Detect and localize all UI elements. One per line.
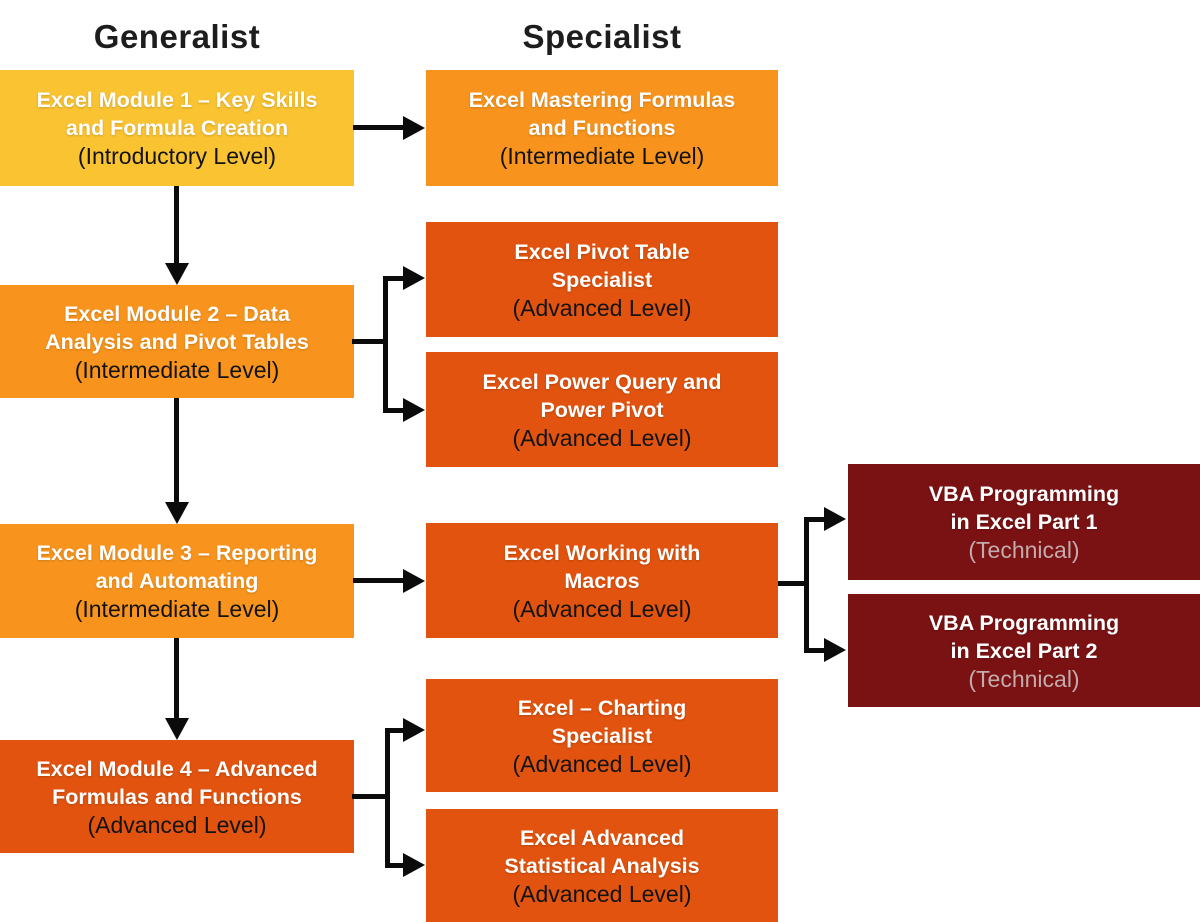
box-title: Excel Mastering Formulas and Functions xyxy=(468,88,736,140)
connector-macros-vba2-arm xyxy=(804,648,824,653)
arrowhead-down-icon xyxy=(165,718,189,740)
box-excel-module-2: Excel Module 2 – Data Analysis and Pivot… xyxy=(0,285,354,398)
arrowhead-down-icon xyxy=(165,502,189,524)
connector-module2-module3-line xyxy=(174,398,179,502)
arrowhead-right-icon xyxy=(403,853,425,877)
box-title: Excel Pivot Table Specialist xyxy=(514,239,690,292)
connector-module4-charting-arm xyxy=(385,728,403,733)
connector-macros-vba1-arm xyxy=(804,517,824,522)
connector-module2-powerquery-arm xyxy=(383,408,403,413)
box-title: Excel Module 4 – Advanced Formulas and F… xyxy=(36,756,318,809)
arrowhead-right-icon xyxy=(403,398,425,422)
box-excel-module-3: Excel Module 3 – Reporting and Automatin… xyxy=(0,524,354,638)
connector-macros-branch-stub xyxy=(778,581,809,586)
connector-module3-module4-line xyxy=(174,638,179,718)
connector-module2-branch-stub xyxy=(352,339,388,344)
box-mastering-formulas: Excel Mastering Formulas and Functions (… xyxy=(426,70,778,186)
column-header-generalist: Generalist xyxy=(93,18,261,55)
box-title: Excel Advanced Statistical Analysis xyxy=(504,825,700,878)
connector-module4-branch-stub xyxy=(352,794,389,799)
box-title: Excel Working with Macros xyxy=(503,540,701,593)
connector-module4-branch-spine xyxy=(385,728,390,868)
box-power-query: Excel Power Query and Power Pivot (Advan… xyxy=(426,352,778,467)
connector-module1-mastering-line xyxy=(353,125,403,130)
box-level: (Advanced Level) xyxy=(512,294,692,321)
box-charting-specialist: Excel – Charting Specialist (Advanced Le… xyxy=(426,679,778,792)
arrowhead-right-icon xyxy=(824,638,846,662)
box-level: (Intermediate Level) xyxy=(74,596,280,622)
arrowhead-right-icon xyxy=(403,718,425,742)
box-level: (Advanced Level) xyxy=(512,750,692,777)
box-level: (Advanced Level) xyxy=(512,880,692,907)
box-title: Excel Power Query and Power Pivot xyxy=(482,369,722,422)
box-title: Excel – Charting Specialist xyxy=(517,695,687,748)
box-title: Excel Module 1 – Key Skills and Formula … xyxy=(36,88,318,140)
box-level: (Technical) xyxy=(968,665,1080,692)
connector-module3-macros-line xyxy=(353,578,403,583)
box-level: (Advanced Level) xyxy=(512,595,692,622)
box-level: (Technical) xyxy=(968,537,1080,563)
box-vba-part-2: VBA Programming in Excel Part 2 (Technic… xyxy=(848,594,1200,707)
arrowhead-right-icon xyxy=(403,569,425,593)
box-level: (Advanced Level) xyxy=(512,424,692,451)
connector-module2-branch-spine xyxy=(383,276,388,413)
arrowhead-down-icon xyxy=(165,263,189,285)
connector-module4-stats-arm xyxy=(385,863,403,868)
box-statistical-analysis: Excel Advanced Statistical Analysis (Adv… xyxy=(426,809,778,922)
box-pivot-table-specialist: Excel Pivot Table Specialist (Advanced L… xyxy=(426,222,778,337)
box-title: VBA Programming in Excel Part 1 xyxy=(928,482,1120,534)
box-title: Excel Module 2 – Data Analysis and Pivot… xyxy=(45,301,309,354)
arrowhead-right-icon xyxy=(403,116,425,140)
box-level: (Intermediate Level) xyxy=(499,143,705,169)
column-header-specialist: Specialist xyxy=(522,18,682,55)
box-excel-module-1: Excel Module 1 – Key Skills and Formula … xyxy=(0,70,354,186)
box-level: (Introductory Level) xyxy=(77,143,277,169)
box-level: (Advanced Level) xyxy=(87,811,267,838)
box-title: Excel Module 3 – Reporting and Automatin… xyxy=(36,541,318,593)
connector-macros-branch-spine xyxy=(804,517,809,653)
arrowhead-right-icon xyxy=(824,507,846,531)
box-working-with-macros: Excel Working with Macros (Advanced Leve… xyxy=(426,523,778,638)
arrowhead-right-icon xyxy=(403,266,425,290)
connector-module2-pivot-arm xyxy=(383,276,403,281)
box-level: (Intermediate Level) xyxy=(74,356,280,383)
box-excel-module-4: Excel Module 4 – Advanced Formulas and F… xyxy=(0,740,354,853)
box-title: VBA Programming in Excel Part 2 xyxy=(928,610,1120,663)
connector-module1-module2-line xyxy=(174,186,179,264)
box-vba-part-1: VBA Programming in Excel Part 1 (Technic… xyxy=(848,464,1200,580)
